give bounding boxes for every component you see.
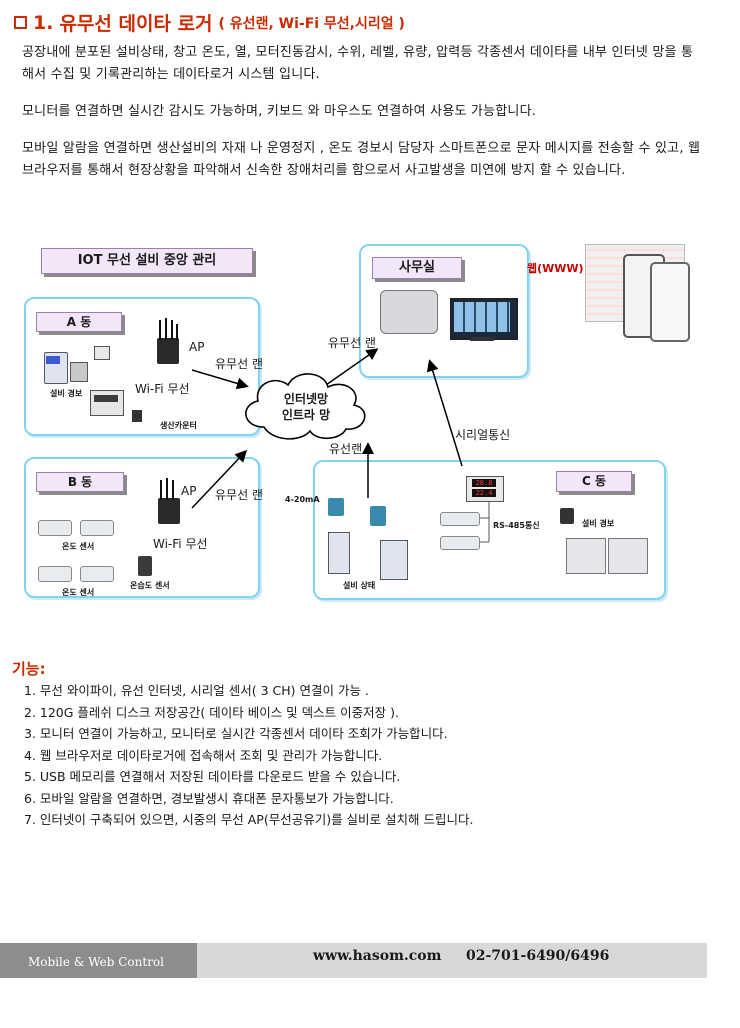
wifi-ap-a-icon bbox=[157, 338, 179, 364]
rs485-sensor-icon-2 bbox=[440, 536, 480, 550]
arrow-serial-to-office bbox=[426, 359, 463, 467]
smartphone-icon-2 bbox=[650, 262, 690, 342]
wifi-label-b: Wi-Fi 무선 bbox=[153, 537, 208, 551]
temp-hum-sensor-label: 온습도 센서 bbox=[130, 581, 170, 590]
web-label: 웹(WWW) bbox=[527, 262, 584, 275]
display-reading-2: 22.4 bbox=[472, 489, 496, 497]
building-c-label: C 동 bbox=[556, 471, 632, 492]
temp-sensor-2-icon bbox=[38, 566, 72, 582]
io-module-icon-1 bbox=[328, 498, 344, 516]
functions-list: 1. 무선 와이파이, 유선 인터넷, 시리얼 센서( 3 CH) 연결이 가능… bbox=[24, 680, 473, 831]
serial-label: 시리얼통신 bbox=[455, 428, 511, 442]
intro-paragraph: 공장내에 분포된 설비상태, 창고 온도, 열, 모터진동감시, 수위, 레벨,… bbox=[22, 45, 694, 82]
temp-hum-sensor-icon bbox=[138, 556, 152, 576]
equipment-status-icon-1 bbox=[328, 532, 350, 574]
footer-bar: Mobile & Web Control www.hasom.com 02-70… bbox=[0, 943, 707, 978]
counter-device-icon bbox=[90, 390, 124, 416]
server-cabinet-icon-1 bbox=[566, 538, 606, 574]
counter-label: 생산카운터 bbox=[160, 421, 197, 430]
equipment-status-icon-2 bbox=[380, 540, 408, 580]
arrow-b-to-cloud bbox=[191, 449, 248, 509]
function-item: 2. 120G 플레쉬 디스크 저장공간( 데이타 베이스 및 덱스트 이중저장… bbox=[24, 704, 399, 720]
alarm-device-icon bbox=[70, 362, 88, 382]
arrow-cloud-to-office bbox=[325, 348, 379, 386]
ap-label-b: AP bbox=[181, 484, 197, 498]
io-module-icon-2 bbox=[370, 506, 386, 526]
function-item: 3. 모니터 연결이 가능하고, 모니터로 실시간 각종센서 데이타 조회가 가… bbox=[24, 726, 448, 741]
function-item: 4. 웹 브라우저로 데이타로거에 접속해서 조회 및 관리가 가능합니다. bbox=[24, 747, 383, 763]
data-logger-icon bbox=[380, 290, 438, 334]
heading-title: 유무선 데이타 로거 bbox=[59, 13, 213, 35]
function-item: 6. 모바일 알람을 연결하면, 경보발생시 휴대폰 문자통보가 가능합니다. bbox=[24, 790, 394, 806]
equip-status-label: 설비 상태 bbox=[343, 581, 376, 590]
server-cabinet-icon-2 bbox=[608, 538, 648, 574]
building-b-label: B 동 bbox=[36, 472, 124, 492]
temp-sensor-1-icon bbox=[38, 520, 72, 536]
temp-sensor-1-label: 온도 센서 bbox=[62, 542, 95, 551]
lan-label-office: 유무선 랜 bbox=[328, 336, 376, 350]
building-a-label: A 동 bbox=[36, 312, 122, 332]
monitor-paragraph: 모니터를 연결하면 실시간 감시도 가능하며, 키보드 와 마우스도 연결하여 … bbox=[22, 104, 537, 119]
equip-alarm-c-label: 설비 경보 bbox=[582, 519, 615, 528]
system-diagram: IOT 무선 설비 중앙 관리 A 동 B 동 사무실 C 동 인터넷망 인트라… bbox=[0, 240, 740, 610]
lan-label-a: 유무선 랜 bbox=[215, 357, 263, 371]
function-item: 1. 무선 와이파이, 유선 인터넷, 시리얼 센서( 3 CH) 연결이 가능… bbox=[24, 683, 369, 698]
temp-sensor-2b-icon bbox=[80, 566, 114, 582]
rs485-label: RS-485통신 bbox=[493, 521, 540, 530]
footer-tagline: Mobile & Web Control bbox=[0, 943, 197, 978]
checkbox-bullet-icon bbox=[14, 16, 27, 29]
connector-arrows bbox=[191, 348, 490, 543]
functions-title: 기능: bbox=[12, 660, 46, 678]
counter-sensor-icon bbox=[132, 410, 142, 422]
ap-label-a: AP bbox=[189, 340, 205, 354]
office-label: 사무실 bbox=[372, 257, 462, 279]
function-item: 7. 인터넷이 구축되어 있으면, 시중의 무선 AP(무선공유기)를 실비로 … bbox=[24, 812, 474, 827]
equip-alarm-a-label: 설비 경보 bbox=[50, 389, 83, 398]
wifi-label-a: Wi-Fi 무선 bbox=[135, 382, 190, 396]
cloud-label-intranet: 인트라 망 bbox=[281, 408, 331, 422]
display-reading-1: 28.8 bbox=[472, 479, 496, 487]
page-heading: 1. 유무선 데이타 로거 ( 유선랜, Wi-Fi 무선,시리얼 ) bbox=[14, 9, 405, 36]
lan-label-b: 유무선 랜 bbox=[215, 488, 263, 502]
heading-subtitle: ( 유선랜, Wi-Fi 무선,시리얼 ) bbox=[218, 15, 405, 32]
heading-number: 1. bbox=[33, 11, 54, 34]
temp-sensor-1b-icon bbox=[80, 520, 114, 536]
temp-sensor-2-label: 온도 센서 bbox=[62, 588, 95, 597]
arrow-a-to-cloud bbox=[191, 369, 249, 390]
mobile-paragraph: 모바일 알람을 연결하면 생산설비의 자재 나 운영정지 , 온도 경보시 담당… bbox=[22, 141, 701, 178]
function-item: 5. USB 메모리를 연결해서 저장된 데이타를 다운로드 받을 수 있습니다… bbox=[24, 769, 401, 784]
internet-cloud-icon bbox=[245, 373, 366, 440]
alarm-c-icon bbox=[560, 508, 574, 524]
rs485-sensor-icon-1 bbox=[440, 512, 480, 526]
small-sensor-icon bbox=[94, 346, 110, 360]
footer-phone: 02-701-6490/6496 bbox=[466, 948, 610, 964]
current-label: 4-20mA bbox=[285, 495, 320, 504]
wifi-ap-b-icon bbox=[158, 498, 180, 524]
diagram-title: IOT 무선 설비 중앙 관리 bbox=[41, 248, 253, 274]
cloud-label-internet: 인터넷망 bbox=[283, 392, 329, 406]
footer-website-link[interactable]: www.hasom.com bbox=[313, 948, 442, 964]
lan-label-c: 유선랜 bbox=[329, 442, 363, 456]
